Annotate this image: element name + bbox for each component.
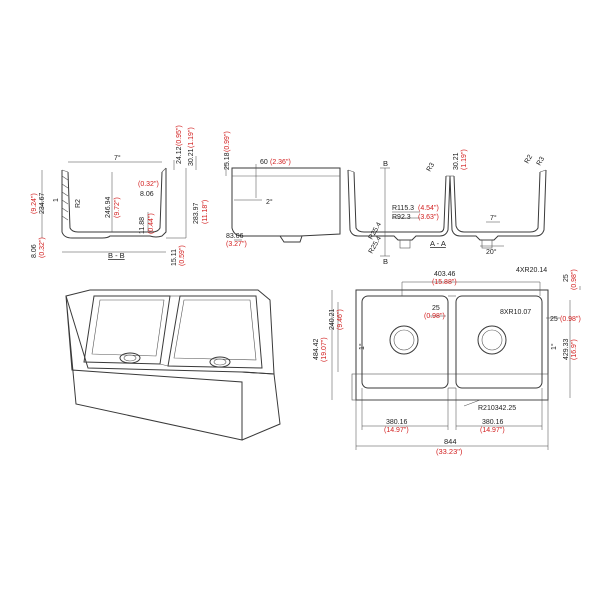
isometric-sink-view (65, 289, 281, 441)
bb-d2-in: (1.19") (188, 127, 195, 148)
aa-r1: R3 (426, 162, 437, 173)
bb-d8: 8.06 (31, 244, 38, 258)
plan-d-depth-in: (9.46") (337, 309, 344, 330)
aa-d1-in: (1.19") (461, 149, 468, 170)
plan-d-right-off: 25 (550, 316, 558, 323)
section-bb-label: B - B (108, 251, 125, 260)
side-d3-in: (3.27") (226, 241, 247, 248)
aa-d3-in: (3.63") (418, 214, 439, 221)
side-d3: 83.06 (226, 233, 244, 240)
plan-d-edge-in: (0.98") (571, 269, 578, 290)
aa-d2-in: (4.54") (418, 205, 439, 212)
plan-d-edge: 25 (563, 274, 570, 282)
plan-d-rim: 8XR10.07 (500, 309, 531, 316)
section-aa-label: A - A (430, 239, 446, 248)
bb-d5-in: (0.44") (148, 213, 155, 234)
aa-angle1: 7° (490, 214, 497, 222)
plan-d-top: 403.46 (434, 271, 456, 278)
plan-d-radius: R210342.25 (478, 405, 516, 412)
aa-marker-top: B (383, 159, 388, 168)
aa-r2: R2 (524, 154, 535, 165)
bb-d5: 11.88 (139, 217, 146, 234)
plan-d-height-in: (19.07") (321, 337, 328, 362)
bb-d7-in: (9.24") (31, 193, 38, 214)
bb-h1: 1 (53, 198, 60, 202)
side-d2-in: (2.36") (270, 159, 291, 166)
plan-d-right-height: 429.33 (563, 338, 570, 360)
bb-d1-in: (0.95") (176, 125, 183, 146)
plan-slope-1: 1° (358, 343, 366, 350)
bb-d8-in: (0.32") (39, 237, 46, 258)
plan-slope-2: 1° (550, 343, 558, 350)
section-aa-view: B B 30.21 (1.19") R115.3 (4.54") R92.3 (… (347, 149, 547, 266)
bb-d7: 234.67 (39, 192, 46, 214)
bb-d3-in: (0.32") (138, 181, 159, 188)
plan-d-right-bowl-in: (14.97") (480, 427, 505, 434)
side-d1: 25.18 (224, 152, 231, 170)
bb-d9: 15.11 (171, 249, 178, 266)
plan-d-right-height-in: (16.9") (571, 339, 578, 360)
aa-r3: R3 (536, 156, 547, 167)
plan-d-left-bowl-in: (14.97") (384, 427, 409, 434)
side-d2: 60 (260, 159, 268, 166)
bb-r1: R2 (75, 199, 82, 208)
bb-d6-in: (11.18") (202, 200, 209, 224)
side-d1-in: (0.99") (224, 131, 231, 152)
side-view: 25.18 (0.99") 60 (2.36") 2° 83.06 (3.27"… (224, 131, 341, 248)
plan-d-right-off-in: (0.98") (560, 316, 581, 323)
plan-d-total-in: (33.23") (436, 447, 463, 456)
aa-angle2: 20° (486, 248, 497, 256)
plan-d-total: 844 (444, 437, 457, 446)
bb-d9-in: (0.59") (179, 245, 186, 266)
plan-d-height: 484.42 (313, 338, 320, 360)
bb-d3: 8.06 (140, 191, 154, 198)
side-angle: 2° (266, 198, 273, 206)
aa-d1: 30.21 (453, 152, 460, 170)
plan-view: 403.46 (15.88") 4XR20.14 25 (0.98") 240.… (313, 267, 581, 456)
plan-d-depth: 240.21 (329, 308, 336, 330)
aa-marker-bottom: B (383, 257, 388, 266)
plan-d-right-bowl: 380.16 (482, 419, 504, 426)
bb-annotations: 24.12 (0.95") 30.21 (1.19") (0.32") 8.06… (31, 125, 209, 266)
bb-d4-in: (9.72") (114, 197, 121, 218)
plan-d-drain-off-in: (0.98") (424, 313, 445, 320)
plan-d-left-bowl: 380.16 (386, 419, 408, 426)
plan-d-drain-off: 25 (432, 305, 440, 312)
bb-d4: 246.94 (105, 196, 112, 218)
bb-angle-label: 7° (114, 154, 121, 162)
bb-d6: 283.97 (193, 202, 200, 224)
aa-d3: R92.3 (392, 214, 411, 221)
plan-d-corner: 4XR20.14 (516, 267, 547, 274)
bb-d1: 24.12 (176, 146, 183, 164)
bb-d2: 30.21 (188, 148, 195, 166)
aa-d2: R115.3 (392, 205, 414, 212)
plan-d-top-in: (15.88") (432, 279, 457, 286)
section-bb-view: 7° (41, 154, 197, 253)
